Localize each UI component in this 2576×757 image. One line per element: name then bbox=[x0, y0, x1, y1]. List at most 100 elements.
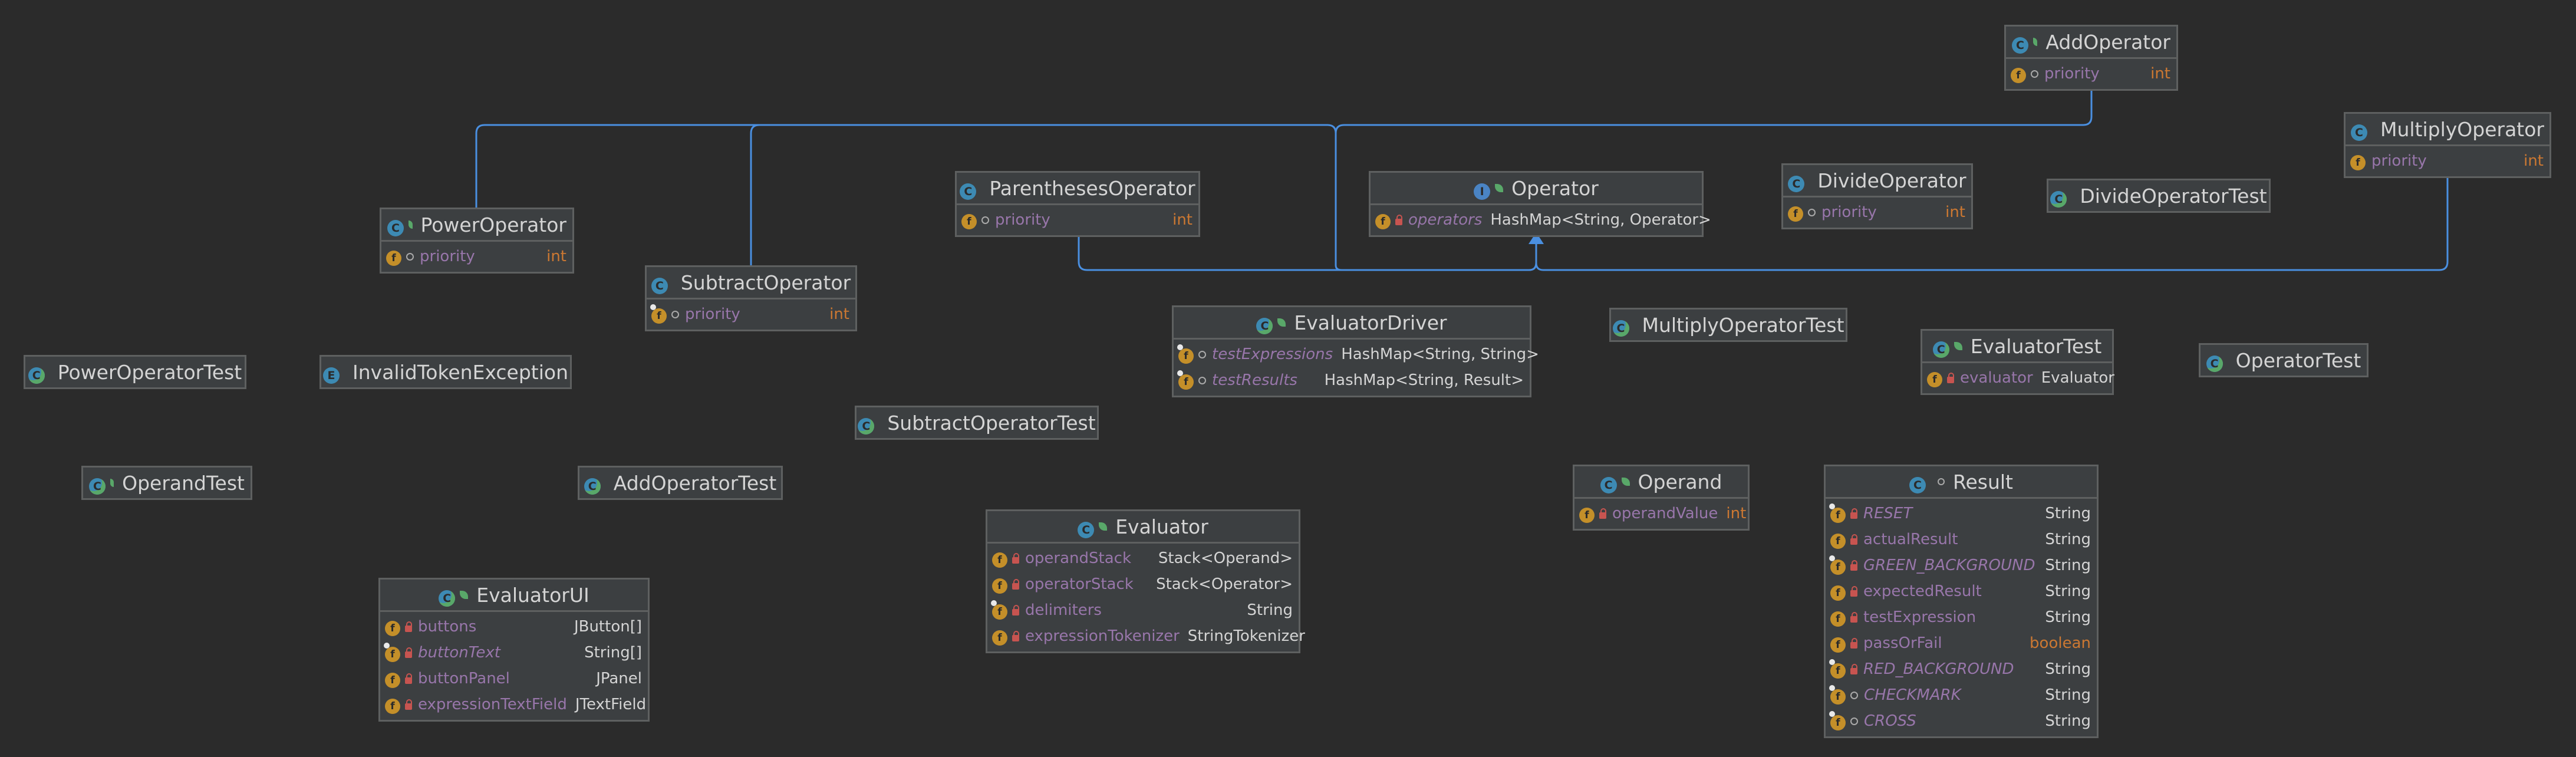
class-icon: C bbox=[960, 177, 977, 200]
field-name: evaluator bbox=[1960, 369, 2033, 387]
field-icon: f bbox=[1375, 211, 1391, 229]
field-type: Stack<Operator> bbox=[1156, 575, 1293, 593]
field-icon: f bbox=[1927, 369, 1942, 387]
private-lock-icon bbox=[1850, 663, 1857, 674]
private-lock-icon bbox=[1850, 611, 1857, 623]
edge-parentheses-operator-implements-operator bbox=[1078, 236, 1537, 271]
field-type: String[] bbox=[584, 644, 642, 661]
field-type: String bbox=[2045, 686, 2091, 704]
field-name: operandValue bbox=[1612, 505, 1718, 522]
field-name: buttonPanel bbox=[418, 670, 510, 687]
field-name: expressionTokenizer bbox=[1025, 627, 1180, 645]
edge-subtract-operator-implements-operator bbox=[750, 124, 1327, 265]
field-name: operandStack bbox=[1025, 549, 1131, 567]
class-name: AddOperatorTest bbox=[613, 471, 777, 495]
field-row-evaluator[interactable]: f evaluator Evaluator bbox=[1922, 365, 2114, 391]
field-type: boolean bbox=[2030, 634, 2091, 652]
class-icon: C bbox=[651, 271, 668, 294]
class-name: DivideOperator bbox=[1817, 169, 1966, 192]
field-type: int bbox=[1945, 203, 1965, 221]
test-class-icon: C bbox=[1932, 335, 1949, 358]
field-name: testExpressions bbox=[1212, 345, 1333, 363]
field-type: Evaluator bbox=[2041, 369, 2114, 387]
field-name: priority bbox=[1821, 203, 1877, 221]
class-name: EvaluatorUI bbox=[476, 583, 589, 607]
field-icon: f bbox=[1830, 608, 1846, 627]
field-name: operators bbox=[1408, 211, 1483, 229]
public-visibility-icon bbox=[1099, 522, 1108, 531]
field-name: GREEN_BACKGROUND bbox=[1863, 557, 2035, 574]
class-name: Operator bbox=[1511, 176, 1599, 200]
field-name: expressionTextField bbox=[418, 696, 567, 713]
private-lock-icon bbox=[405, 621, 412, 632]
package-visibility-icon bbox=[671, 310, 679, 318]
field-icon: f bbox=[1830, 531, 1846, 549]
package-visibility-icon bbox=[1850, 691, 1858, 699]
field-name: priority bbox=[2371, 152, 2427, 170]
class-name: DivideOperatorTest bbox=[2080, 184, 2267, 208]
field-name: expectedResult bbox=[1863, 582, 1982, 600]
field-type: HashMap<String, Result> bbox=[1324, 371, 1524, 389]
field-name: actualResult bbox=[1863, 531, 1958, 548]
field-name: delimiters bbox=[1025, 601, 1102, 619]
interface-icon: I bbox=[1474, 177, 1491, 200]
field-type: int bbox=[2150, 65, 2170, 83]
